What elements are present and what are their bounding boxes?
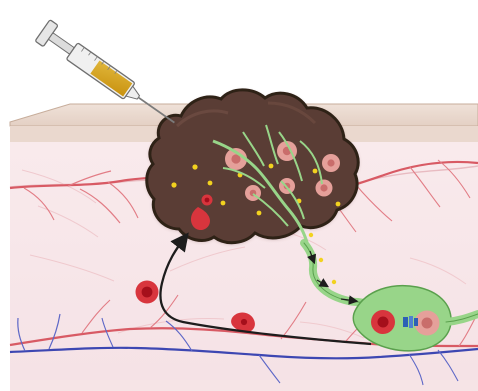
yellow-particle	[309, 233, 313, 237]
yellow-particle	[171, 182, 176, 187]
yellow-particle	[221, 201, 226, 206]
yellow-particle	[319, 258, 323, 262]
tumor-blood-cell	[205, 198, 210, 203]
yellow-particle	[269, 164, 274, 169]
neuron-cell-pink-core	[422, 318, 433, 329]
yellow-particle	[192, 164, 197, 169]
yellow-particle	[336, 202, 341, 207]
yellow-particle	[313, 169, 318, 174]
neuron-receptor	[414, 318, 418, 326]
neuron-receptor	[409, 316, 413, 328]
pink-tumor-cell	[322, 154, 340, 172]
yellow-particle	[257, 211, 262, 216]
neuron-cell-red-core	[378, 317, 389, 328]
dermis-bottom-band	[10, 380, 478, 391]
neuron-receptor	[403, 317, 408, 327]
yellow-particle	[332, 280, 336, 284]
yellow-particle	[208, 181, 213, 186]
pink-tumor-cell	[316, 180, 333, 197]
red-blood-cell-icon	[136, 281, 159, 304]
syringe-plunger-rod	[48, 33, 74, 54]
